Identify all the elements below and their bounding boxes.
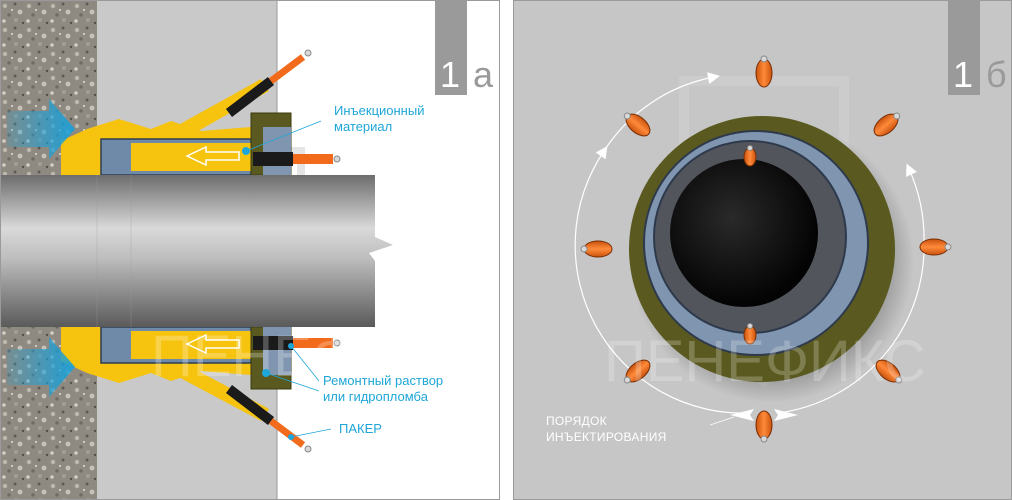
- packer-top-inner: [743, 145, 757, 167]
- packer-tube: [293, 338, 333, 348]
- order-arrow-left: [574, 146, 751, 414]
- label-injection-material-line2: материал: [334, 119, 392, 134]
- flow-arrow-icon: [185, 145, 240, 167]
- packer-2: [873, 112, 901, 137]
- panel-number-badge: [435, 1, 467, 95]
- panel-number: 1: [953, 54, 973, 95]
- packer-4: [875, 359, 903, 384]
- label-repair-mortar-line1: Ремонтный раствор: [323, 373, 443, 388]
- packer-diagonal-top: [225, 49, 312, 117]
- label-injection-order-line2: ИНЪЕКТИРОВАНИЯ: [546, 430, 667, 444]
- panel-letter: б: [986, 54, 1007, 95]
- label-injection-material-line1: Инъекционный: [334, 103, 424, 118]
- flow-arrow-icon: [185, 333, 240, 355]
- panel-letter: а: [473, 54, 494, 95]
- panel-1b-front-view: ПЕНЕФИКС ПОРЯДОК ИНЪЕКТИРОВАНИЯ 1 б: [513, 0, 1012, 500]
- water-ingress-arrow-icon: [7, 99, 75, 159]
- section-diagram: ПЕНЕФИКС Инъекционный материал Ремонтный…: [1, 1, 494, 499]
- label-packer: ПАКЕР: [339, 421, 382, 436]
- pipe: [1, 175, 393, 327]
- packer-tube: [293, 154, 333, 164]
- watermark: ПЕНЕФИКС: [151, 324, 473, 389]
- double-arrow-icon: [730, 409, 798, 421]
- order-arrow-right: [777, 163, 925, 414]
- water-ingress-arrow-icon: [7, 337, 75, 397]
- packer-diagonal-bottom: [225, 385, 312, 453]
- packer-7: [580, 240, 613, 258]
- front-diagram: ПЕНЕФИКС ПОРЯДОК ИНЪЕКТИРОВАНИЯ 1 б: [514, 1, 1011, 499]
- pipe-opening: [670, 159, 818, 307]
- label-repair-mortar-line2: или гидропломба: [323, 389, 429, 404]
- packer-3: [919, 238, 952, 256]
- panel-number-badge: [948, 1, 980, 95]
- watermark: ПЕНЕФИКС: [604, 329, 926, 394]
- packer-body: [253, 336, 293, 350]
- panel-1a-section-view: ПЕНЕФИКС Инъекционный материал Ремонтный…: [0, 0, 500, 500]
- packer-bottom-inner: [743, 323, 757, 345]
- packer-1: [755, 55, 773, 88]
- packer-8: [623, 112, 651, 137]
- panel-number: 1: [440, 54, 460, 95]
- packer-6: [623, 359, 651, 384]
- packer-body: [253, 152, 293, 166]
- label-injection-order-line1: ПОРЯДОК: [546, 414, 607, 428]
- packer-5: [755, 410, 773, 443]
